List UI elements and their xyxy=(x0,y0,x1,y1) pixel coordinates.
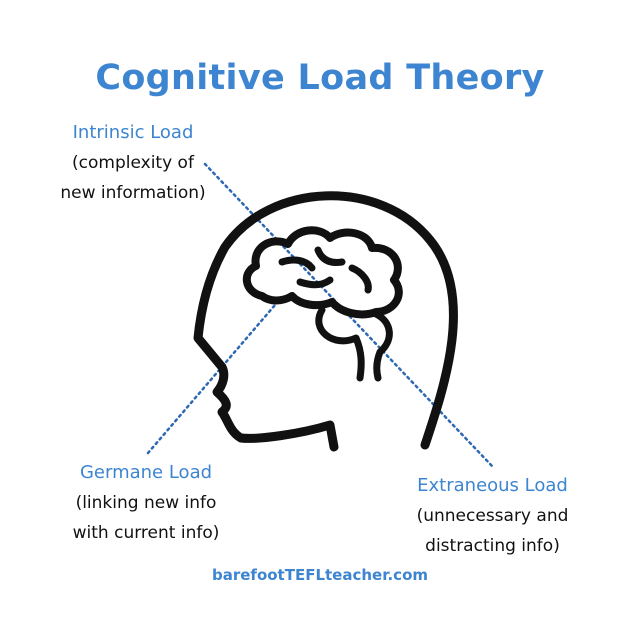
extraneous-load-desc-line1: (unnecessary and xyxy=(416,506,569,526)
intrinsic-load-desc-line2: new information) xyxy=(60,183,206,203)
brain-fold xyxy=(296,276,334,289)
germane-load-desc-line1: (linking new info xyxy=(75,493,217,513)
extraneous-load-heading: Extraneous Load xyxy=(417,475,568,496)
germane-load-desc-line2: with current info) xyxy=(72,523,220,543)
germane-load-heading: Germane Load xyxy=(79,462,213,483)
intrinsic-load-heading: Intrinsic Load xyxy=(72,122,194,143)
brain-stem xyxy=(315,306,393,382)
brain-fold xyxy=(348,264,372,294)
brain-fold xyxy=(314,246,346,266)
intrinsic-load-desc-line1: (complexity of xyxy=(72,153,194,173)
brain-fold xyxy=(278,256,316,272)
connector-germane xyxy=(146,303,277,455)
extraneous-load-desc-line2: distracting info) xyxy=(425,536,560,556)
intrinsic-load-label: Intrinsic Load (complexity of new inform… xyxy=(48,118,218,208)
connector-intrinsic-extraneous xyxy=(203,162,494,468)
diagram-title: Cognitive Load Theory xyxy=(95,58,545,98)
extraneous-load-label: Extraneous Load (unnecessary and distrac… xyxy=(405,471,580,561)
website-credit: barefootTEFLteacher.com xyxy=(211,566,428,584)
brain-outline xyxy=(243,226,403,319)
head-outline xyxy=(193,191,458,452)
germane-load-label: Germane Load (linking new info with curr… xyxy=(56,458,236,548)
